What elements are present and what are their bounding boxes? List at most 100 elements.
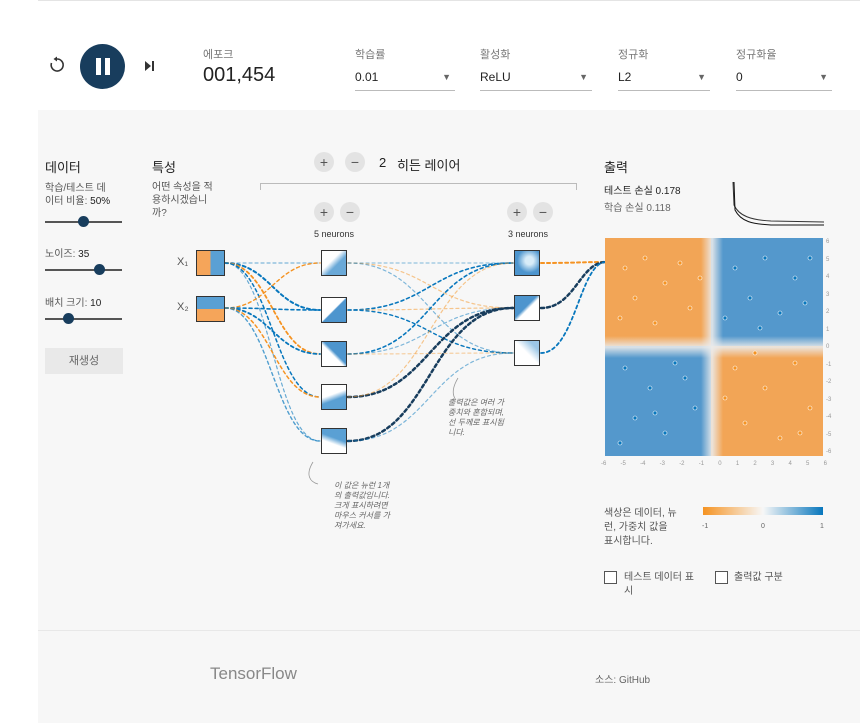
chevron-down-icon: ▼ [697, 72, 706, 82]
output-note: 출력값은 여러 가 중치와 혼합되며, 선 두께로 표시됩 니다. [448, 398, 504, 438]
discretize-checkbox[interactable] [715, 571, 728, 584]
epoch-label: 에포크 [203, 49, 234, 61]
data-points [617, 255, 813, 446]
layer1-neuron-5[interactable] [321, 428, 347, 454]
y-tick: -6 [826, 449, 832, 455]
feature-x2-node[interactable] [196, 296, 225, 322]
feature-x1-node[interactable] [196, 250, 225, 276]
color-scale-bar [703, 507, 823, 515]
layer2-neuron-3[interactable] [514, 340, 540, 366]
y-axis: 6 5 4 3 2 1 0 -1 -2 -3 -4 -5 -6 [826, 234, 842, 462]
step-button[interactable] [142, 58, 158, 74]
legend-line3: 표시합니다. [604, 536, 653, 547]
train-loss: 학습 손실 0.118 [604, 203, 671, 214]
batch-slider-thumb[interactable] [63, 313, 74, 324]
layer2-remove-neuron-button[interactable]: − [533, 202, 553, 222]
x-tick: 3 [770, 461, 775, 467]
remove-layer-button[interactable]: − [345, 152, 365, 172]
features-question: 어떤 속성을 적 용하시겠습니 까? [152, 181, 213, 220]
add-layer-button[interactable]: + [314, 152, 334, 172]
output-title: 출력 [604, 160, 628, 175]
neuron-note: 이 값은 뉴런 1개 의 출력값입니다. 크게 표시하려면 마우스 커서를 가 … [334, 481, 390, 531]
layer2-neuron-count: 3 neurons [508, 229, 549, 239]
color-legend-text: 색상은 데이터, 뉴 런, 가중치 값을 표시합니다. [604, 507, 677, 549]
layer1-add-neuron-button[interactable]: + [314, 202, 334, 222]
x-axis: -6 -5 -4 -3 -2 -1 0 1 2 3 4 5 6 [601, 461, 827, 467]
neuron-note-line2: 의 출력값입니다. [334, 491, 390, 500]
tensorflow-logo[interactable]: TensorFlow [210, 664, 297, 683]
test-loss: 테스트 손실 0.178 [604, 186, 681, 197]
y-tick: -3 [826, 396, 832, 403]
data-title: 데이터 [45, 160, 81, 175]
x-tick: -6 [601, 461, 607, 467]
reset-button[interactable] [48, 56, 68, 76]
neuron-note-line3: 크게 표시하려면 [334, 501, 388, 510]
features-question-line3: 까? [152, 208, 167, 219]
regularization-value: L2 [618, 70, 632, 84]
pause-icon [96, 58, 110, 75]
ratio-label-line2: 이터 비율: [45, 196, 88, 207]
regularization-select[interactable]: L2 ▼ [618, 70, 710, 91]
reg-rate-select[interactable]: 0 ▼ [736, 70, 832, 91]
output-heatmap[interactable] [605, 238, 823, 456]
activation-label: 활성화 [480, 49, 511, 61]
noise-slider-thumb[interactable] [94, 264, 105, 275]
layer2-neuron-1[interactable] [514, 250, 540, 276]
legend-line2: 런, 가중치 값을 [604, 522, 668, 533]
ratio-slider-thumb[interactable] [78, 216, 89, 227]
scale-min: -1 [702, 523, 709, 530]
footer-divider [38, 630, 860, 631]
x-tick: -5 [620, 461, 626, 467]
regularization-label: 정규화 [618, 49, 649, 61]
ratio-label: 학습/테스트 데 이터 비율: 50% [45, 182, 110, 208]
noise-label: 노이즈: 35 [45, 248, 89, 261]
x-tick: 6 [823, 461, 827, 467]
regenerate-button[interactable]: 재생성 [45, 348, 123, 374]
learning-rate-select[interactable]: 0.01 ▼ [355, 70, 455, 91]
layer1-neuron-3[interactable] [321, 341, 347, 367]
legend-line1: 색상은 데이터, 뉴 [604, 508, 677, 519]
noise-value: 35 [78, 249, 90, 260]
y-tick: -4 [826, 414, 832, 420]
source-link[interactable]: 소스: GitHub [595, 675, 651, 686]
hidden-layer-label: 히든 레이어 [397, 158, 461, 173]
activation-value: ReLU [480, 70, 511, 84]
x-tick: -4 [640, 461, 646, 467]
hidden-layer-count: 2 [379, 155, 387, 170]
x-tick: -2 [679, 461, 685, 467]
output-note-line2: 중치와 혼합되며, [448, 408, 504, 417]
x-tick: 0 [718, 461, 722, 467]
x-tick: 5 [806, 461, 810, 467]
layer1-neuron-2[interactable] [321, 297, 347, 323]
features-title: 특성 [152, 160, 176, 175]
step-forward-icon [145, 61, 154, 71]
show-test-label-line2: 시 [624, 586, 634, 597]
top-control-bar [38, 0, 860, 111]
show-test-label: 테스트 데이터 표 시 [624, 571, 694, 599]
layer2-add-neuron-button[interactable]: + [507, 202, 527, 222]
chevron-down-icon: ▼ [442, 72, 451, 82]
output-note-line4: 니다. [448, 428, 465, 437]
batch-label-text: 배치 크기: [45, 298, 88, 309]
y-tick: 2 [826, 309, 830, 315]
x-tick: 4 [788, 461, 792, 467]
noise-slider[interactable] [45, 269, 122, 271]
layer1-neuron-1[interactable] [321, 250, 347, 276]
layer1-neuron-count: 5 neurons [314, 229, 355, 239]
noise-label-text: 노이즈: [45, 249, 76, 260]
feature-x2-label: X₂ [177, 301, 189, 313]
reg-rate-label: 정규화율 [736, 49, 777, 61]
batch-slider[interactable] [45, 318, 122, 320]
x-tick: 1 [735, 461, 740, 467]
layer1-remove-neuron-button[interactable]: − [340, 202, 360, 222]
scale-mid: 0 [761, 523, 765, 530]
pause-button[interactable] [80, 44, 125, 89]
show-test-checkbox[interactable] [604, 571, 617, 584]
show-test-label-line1: 테스트 데이터 표 [624, 572, 694, 583]
reg-rate-value: 0 [736, 70, 743, 84]
layer1-neuron-4[interactable] [321, 384, 347, 410]
learning-rate-value: 0.01 [355, 70, 379, 84]
activation-select[interactable]: ReLU ▼ [480, 70, 592, 91]
layer2-neuron-2[interactable] [514, 295, 540, 321]
y-tick: -2 [826, 379, 832, 385]
